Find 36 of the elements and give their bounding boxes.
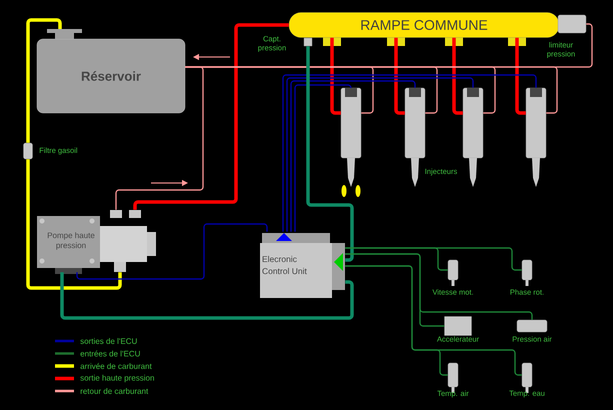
sensor [516, 320, 548, 332]
fuel-tank: Réservoir [36, 38, 186, 114]
injector [340, 88, 362, 187]
sensor [522, 260, 532, 286]
sensor [448, 260, 458, 286]
pipe [115, 66, 204, 210]
pipe [330, 38, 341, 115]
legend-text: arrivée de carburant [80, 363, 152, 369]
pipe [26, 18, 62, 143]
injector [404, 88, 426, 187]
injector [462, 88, 484, 187]
pipe [394, 38, 405, 115]
pipe [294, 84, 352, 232]
legend-text: sorties de l'ECU [80, 338, 137, 344]
legend-text: retour de carburant [80, 388, 148, 394]
pedal-sensor [444, 316, 472, 336]
pipe [60, 272, 354, 320]
legend-text: sortie haute pression [80, 374, 154, 382]
pipe [306, 46, 354, 262]
injector [526, 88, 546, 187]
pipe [133, 23, 289, 210]
pipe [286, 77, 474, 232]
control-unit-drawing: Elecronic Control Unit [260, 233, 345, 298]
pipe [76, 223, 268, 280]
pipe [345, 265, 522, 376]
pressure-limiter [558, 14, 586, 34]
pipe [452, 38, 463, 115]
fuel-filter [23, 142, 33, 160]
pipe [282, 74, 537, 232]
pressure-sensor [304, 38, 312, 46]
pipe [345, 247, 522, 271]
pipe [26, 159, 122, 290]
pump-drawing: Pompe haute pression [37, 210, 156, 274]
pipe [515, 38, 526, 115]
legend-text: entrées de l'ECU [80, 350, 140, 356]
pipe [290, 80, 416, 232]
